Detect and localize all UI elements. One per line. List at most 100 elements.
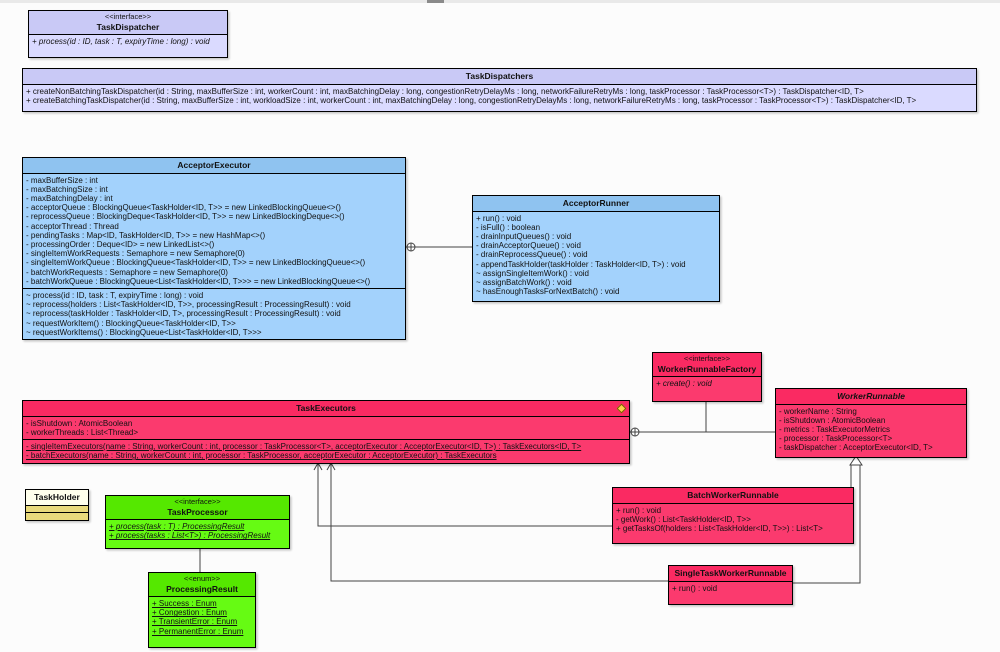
class-member: + getTasksOf(holders : List<TaskHolder<I… xyxy=(616,523,823,533)
class-member: + Congestion : Enum xyxy=(152,608,227,618)
class-box-taskdispatcher[interactable]: <<interface>> TaskDispatcher + process(i… xyxy=(28,10,228,58)
stereotype-label: <<interface>> xyxy=(683,354,731,363)
association-batchworkerrunnable-taskexecutors xyxy=(317,463,612,527)
class-member: - singleItemExecutors(name : String, wor… xyxy=(26,441,582,451)
class-member: - workerName : String xyxy=(779,406,857,416)
class-member: - processor : TaskProcessor<T> xyxy=(779,434,893,444)
class-name: AcceptorExecutor xyxy=(177,160,251,170)
class-member: - reprocessQueue : BlockingDeque<TaskHol… xyxy=(26,212,345,222)
class-member: - singleItemWorkQueue : BlockingQueue<Ta… xyxy=(26,258,366,268)
class-member: ~ assignBatchWork() : void xyxy=(476,277,572,287)
stereotype-label: <<enum>> xyxy=(183,574,221,583)
methods-compartment: + process(id : ID, task : T, expiryTime … xyxy=(29,35,227,49)
class-member: - isShutdown : AtomicBoolean xyxy=(26,418,133,428)
class-member: - drainInputQueues() : void xyxy=(476,231,572,241)
class-box-taskdispatchers[interactable]: TaskDispatchers + createNonBatchingTaskD… xyxy=(22,68,977,112)
class-member: - drainAcceptorQueue() : void xyxy=(476,241,581,251)
generalization-singletaskworkerrunnable xyxy=(791,465,861,584)
class-member: + run() : void xyxy=(616,505,662,515)
class-header: TaskHolder xyxy=(26,490,88,506)
attributes-compartment xyxy=(26,505,88,513)
class-header: AcceptorRunner xyxy=(473,196,719,212)
class-box-acceptorrunner[interactable]: AcceptorRunner + run() : void- isFull() … xyxy=(472,195,720,302)
class-name: ProcessingResult xyxy=(166,583,238,594)
inheritance-triangle-icon xyxy=(849,455,863,466)
class-member: - workerThreads : List<Thread> xyxy=(26,427,139,437)
class-box-workerrunnable[interactable]: WorkerRunnable - workerName : String- is… xyxy=(775,388,967,458)
class-member: - pendingTasks : Map<ID, TaskHolder<ID, … xyxy=(26,230,266,240)
attributes-compartment: - workerName : String- isShutdown : Atom… xyxy=(776,404,966,455)
class-box-acceptorexecutor[interactable]: AcceptorExecutor - maxBufferSize : int- … xyxy=(22,157,406,340)
methods-compartment: + run() : void xyxy=(669,581,792,595)
class-member: + Success : Enum xyxy=(152,599,217,608)
class-member: + createNonBatchingTaskDispatcher(id : S… xyxy=(26,86,864,96)
methods-compartment xyxy=(26,512,88,520)
methods-compartment: + run() : void- getWork() : List<TaskHol… xyxy=(613,503,853,536)
methods-compartment: + process(task : T) : ProcessingResult+ … xyxy=(106,520,289,543)
attributes-compartment: - isShutdown : AtomicBoolean- workerThre… xyxy=(23,416,629,439)
class-name: BatchWorkerRunnable xyxy=(687,490,779,500)
class-name: TaskExecutors xyxy=(296,403,356,413)
class-box-singletaskworkerrunnable[interactable]: SingleTaskWorkerRunnable + run() : void xyxy=(668,565,793,605)
class-member: - processingOrder : Deque<ID> = new Link… xyxy=(26,239,215,249)
class-member: - maxBatchingSize : int xyxy=(26,184,108,194)
class-header: TaskExecutors xyxy=(23,401,629,417)
class-name: AcceptorRunner xyxy=(562,198,630,208)
class-member: ~ process(id : ID, task : T, expiryTime … xyxy=(26,290,204,300)
class-name: TaskDispatcher xyxy=(96,21,160,32)
class-member: - singleItemWorkRequests : Semaphore = n… xyxy=(26,249,245,259)
class-member: - isShutdown : AtomicBoolean xyxy=(779,415,886,425)
class-member: - metrics : TaskExecutorMetrics xyxy=(779,424,890,434)
class-name: TaskDispatchers xyxy=(465,71,534,81)
class-header: <<interface>> WorkerRunnableFactory xyxy=(653,353,761,377)
methods-compartment: - singleItemExecutors(name : String, wor… xyxy=(23,438,629,463)
methods-compartment: ~ process(id : ID, task : T, expiryTime … xyxy=(23,287,405,339)
class-member: + run() : void xyxy=(476,213,522,223)
window-top-edge xyxy=(0,0,1000,3)
class-header: <<interface>> TaskDispatcher xyxy=(29,11,227,35)
class-name: WorkerRunnableFactory xyxy=(657,363,757,374)
class-name: TaskHolder xyxy=(34,492,80,502)
class-member: - acceptorThread : Thread xyxy=(26,221,119,231)
attributes-compartment: - maxBufferSize : int- maxBatchingSize :… xyxy=(23,173,405,288)
class-box-workerrunnablefactory[interactable]: <<interface>> WorkerRunnableFactory + cr… xyxy=(652,352,762,402)
class-name: SingleTaskWorkerRunnable xyxy=(674,568,787,578)
class-header: TaskDispatchers xyxy=(23,69,976,85)
class-member: + process(task : T) : ProcessingResult xyxy=(109,522,245,531)
class-member: + run() : void xyxy=(672,583,718,593)
class-member: + createBatchingTaskDispatcher(id : Stri… xyxy=(26,95,917,105)
association-singletaskworkerrunnable-taskexecutors xyxy=(330,463,668,582)
class-member: ~ hasEnoughTasksForNextBatch() : void xyxy=(476,287,620,297)
class-member: - isFull() : boolean xyxy=(476,222,541,232)
class-box-processingresult[interactable]: <<enum>> ProcessingResult + Success : En… xyxy=(148,572,256,648)
class-header: SingleTaskWorkerRunnable xyxy=(669,566,792,582)
class-header: <<interface>> TaskProcessor xyxy=(106,496,289,520)
class-name: TaskProcessor xyxy=(167,506,228,517)
class-member: - batchExecutors(name : String, workerCo… xyxy=(26,451,497,461)
scrollbar-thumb[interactable] xyxy=(427,0,444,3)
class-box-taskprocessor[interactable]: <<interface>> TaskProcessor + process(ta… xyxy=(105,495,290,549)
class-member: - drainReprocessQueue() : void xyxy=(476,250,588,260)
methods-compartment: + run() : void- isFull() : boolean- drai… xyxy=(473,211,719,299)
class-member: + create() : void xyxy=(656,379,712,388)
class-member: - getWork() : List<TaskHolder<ID, T>> xyxy=(616,514,751,524)
class-member: + TransientError : Enum xyxy=(152,617,238,627)
class-box-taskexecutors[interactable]: TaskExecutors - isShutdown : AtomicBoole… xyxy=(22,400,630,464)
class-member: ~ requestWorkItem() : BlockingQueue<Task… xyxy=(26,318,236,328)
class-member: ~ reprocess(taskHolder : TaskHolder<ID, … xyxy=(26,309,341,319)
class-member: ~ assignSingleItemWork() : void xyxy=(476,268,590,278)
class-member: + PermanentError : Enum xyxy=(152,626,244,636)
class-member: - batchWorkRequests : Semaphore = new Se… xyxy=(26,267,228,277)
class-header: BatchWorkerRunnable xyxy=(613,488,853,504)
class-box-batchworkerrunnable[interactable]: BatchWorkerRunnable + run() : void- getW… xyxy=(612,487,854,544)
class-box-taskholder[interactable]: TaskHolder xyxy=(25,489,89,521)
class-header: WorkerRunnable xyxy=(776,389,966,405)
class-member: ~ reprocess(holders : List<TaskHolder<ID… xyxy=(26,300,351,310)
class-member: - maxBufferSize : int xyxy=(26,175,98,185)
class-member: ~ requestWorkItems() : BlockingQueue<Lis… xyxy=(26,327,262,337)
methods-compartment: + createNonBatchingTaskDispatcher(id : S… xyxy=(23,84,976,107)
class-header: <<enum>> ProcessingResult xyxy=(149,573,255,597)
class-header: AcceptorExecutor xyxy=(23,158,405,174)
class-name: WorkerRunnable xyxy=(837,391,905,401)
